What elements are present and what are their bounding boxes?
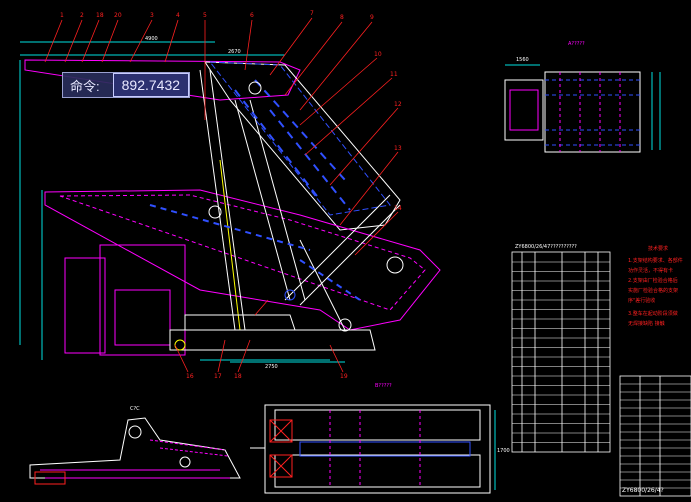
hydraulic-lines-lower xyxy=(149,204,361,301)
callout-labels-bottom: 16 17 18 19 xyxy=(186,373,348,380)
callout-18b: 18 xyxy=(234,373,242,380)
callout-leaders xyxy=(44,17,399,373)
leg-cylinder-left-a xyxy=(199,69,236,331)
shield-hydraulic-outline xyxy=(208,61,391,216)
pivot-4 xyxy=(338,318,352,332)
tech-req-line-2: 功作灵活，不得有卡 xyxy=(628,267,673,274)
tech-req-line-3: 2.支架由厂检验合格后 xyxy=(628,277,678,284)
drawing-title: ZY6800/26/47?????????? xyxy=(515,244,577,250)
base-frame xyxy=(44,189,441,331)
technical-requirements: 技术要求 1.支架结构要求、各部件 功作灵活，不得有卡 2.支架由厂检验合格后 … xyxy=(628,245,683,327)
callout-9: 9 xyxy=(370,14,374,21)
callout-labels-top: 1 2 18 20 3 4 5 6 7 8 9 10 11 12 13 14 xyxy=(60,10,402,212)
shield-frame xyxy=(204,61,401,231)
tech-req-line-4: 实施厂检验合格的支架 xyxy=(628,287,678,294)
motor-core xyxy=(114,289,171,346)
dim-top-length: 4900 xyxy=(145,36,158,42)
leg-cylinder-left-b xyxy=(209,69,246,331)
callout-12: 12 xyxy=(394,101,402,108)
callout-11: 11 xyxy=(390,71,398,78)
title-block xyxy=(619,375,691,497)
base-inner xyxy=(59,194,426,311)
tech-req-heading: 技术要求 xyxy=(648,245,668,252)
plan-view-label: B????? xyxy=(375,383,392,389)
callout-10: 10 xyxy=(374,51,382,58)
leg-cylinder-core xyxy=(219,159,241,331)
tech-req-line-5: 序"差行验收 xyxy=(628,297,655,304)
callout-7: 7 xyxy=(310,10,314,17)
pivot-top xyxy=(248,81,262,95)
plan-view: B????? 1700 xyxy=(250,383,510,494)
dim-lower-span: 2750 xyxy=(265,364,278,370)
callout-16: 16 xyxy=(186,373,194,380)
motor-housing xyxy=(99,244,186,356)
callout-13: 13 xyxy=(394,145,402,152)
detail-view: C?C xyxy=(29,406,241,485)
plan-view-depth: 1700 xyxy=(497,448,510,454)
pivot-3 xyxy=(284,289,296,301)
parts-list-table xyxy=(511,251,611,453)
linkage-front-b xyxy=(299,204,401,306)
callout-1: 1 xyxy=(60,12,64,19)
callout-19: 19 xyxy=(340,373,348,380)
main-elevation-view xyxy=(19,41,441,363)
callout-3: 3 xyxy=(150,12,154,19)
dynamic-input-tooltip: 命令: 892.7432 xyxy=(62,72,191,98)
side-view-width: 1560 xyxy=(516,57,529,63)
base-sled xyxy=(169,329,376,351)
callout-4: 4 xyxy=(176,12,180,19)
leg-rear-b xyxy=(249,99,306,301)
hydraulic-lines xyxy=(234,79,351,211)
parts-list-rows xyxy=(512,261,610,443)
callout-20: 20 xyxy=(114,12,122,19)
tech-req-line-1: 1.支架结构要求、各部件 xyxy=(628,257,683,264)
linkage-lower xyxy=(299,239,346,331)
dimension-texts: 4900 2670 2750 xyxy=(145,36,278,370)
detail-view-label: C?C xyxy=(130,406,140,412)
drawing-number: ZY6800/26/4? xyxy=(622,487,664,494)
coordinate-input[interactable]: 892.7432 xyxy=(112,73,190,97)
side-view: A????? 1560 xyxy=(504,41,661,153)
dim-top-span: 2670 xyxy=(228,49,241,55)
linkage-front-a xyxy=(284,194,391,301)
pivot-2 xyxy=(386,256,404,274)
tech-req-line-6: 3.整车在起动阶段须做 xyxy=(628,310,678,317)
title-block-rows xyxy=(620,383,691,489)
callout-2: 2 xyxy=(80,12,84,19)
callout-6: 6 xyxy=(250,12,254,19)
callout-8: 8 xyxy=(340,14,344,21)
pivot-1 xyxy=(208,205,222,219)
callout-14: 14 xyxy=(394,205,402,212)
callout-17: 17 xyxy=(214,373,222,380)
command-prompt-label: 命令: xyxy=(70,78,100,94)
side-view-label: A????? xyxy=(568,41,585,47)
callout-18a: 18 xyxy=(96,12,104,19)
tech-req-line-7: 无焊接缺陷 接触 xyxy=(628,320,665,327)
gearbox-outer xyxy=(64,257,106,354)
leg-rear-a xyxy=(234,99,291,301)
callout-5: 5 xyxy=(203,12,207,19)
